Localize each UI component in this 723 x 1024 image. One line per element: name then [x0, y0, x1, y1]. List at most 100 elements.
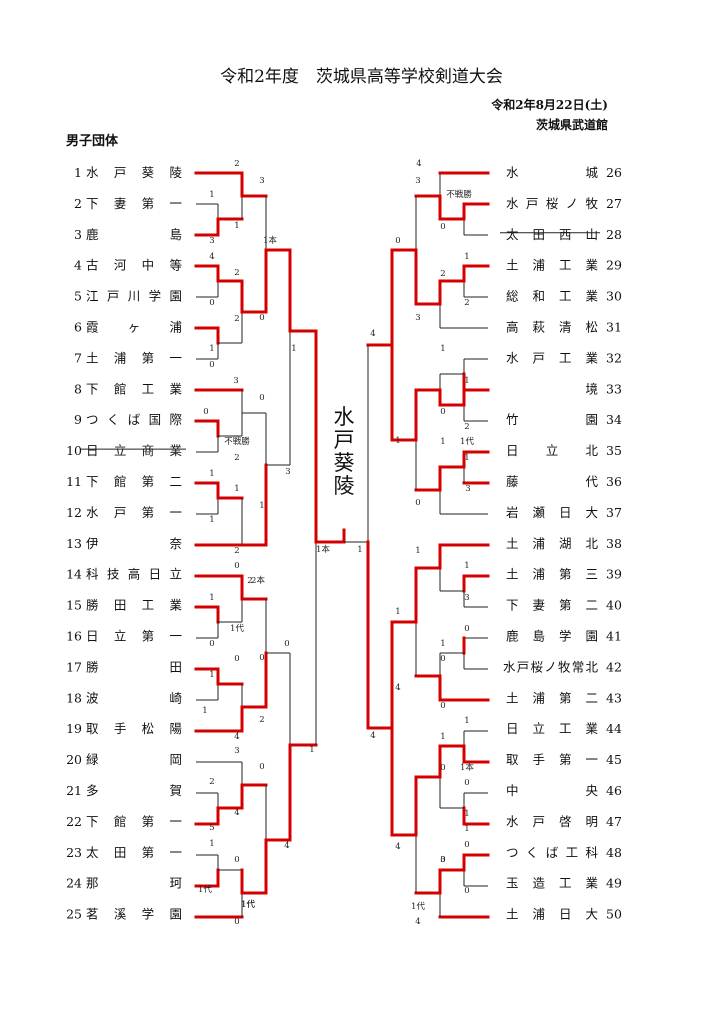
team-number: 11	[66, 474, 82, 489]
team-number: 35	[606, 443, 622, 458]
match-score: 1	[440, 437, 445, 447]
match-score: 0	[209, 298, 214, 308]
match-score: 0	[259, 762, 264, 772]
team-number: 2	[74, 196, 82, 211]
team-number: 42	[606, 659, 622, 674]
tournament-title: 令和2年度 茨城県高等学校剣道大会	[220, 67, 503, 87]
match-score: 2	[234, 546, 239, 556]
match-score: 0	[440, 222, 445, 232]
team-name: 太田第一	[86, 845, 182, 860]
match-score: 1	[440, 344, 445, 354]
team-number: 46	[606, 783, 622, 798]
match-score: 1	[202, 706, 207, 716]
match-score: 2本	[251, 575, 265, 586]
division-label: 男子団体	[66, 134, 119, 149]
match-score: 4	[416, 159, 421, 169]
team-name: 岩瀬日大	[506, 505, 598, 520]
team-name: 日立工業	[506, 721, 598, 736]
match-score: 0	[209, 639, 214, 649]
match-score: 1	[209, 515, 214, 525]
match-score: 1	[259, 501, 264, 511]
match-score: 4	[395, 842, 400, 852]
team-name: 下館第一	[86, 814, 182, 829]
team-number: 21	[66, 783, 82, 798]
match-score: 1	[309, 745, 314, 755]
team-name: 藤代	[506, 474, 598, 489]
team-number: 43	[606, 690, 622, 705]
team-number: 14	[66, 567, 82, 582]
team-name: 下妻第一	[86, 196, 182, 211]
match-score: 0	[464, 778, 469, 788]
match-score: 1	[395, 436, 400, 446]
match-score: 1	[395, 607, 400, 617]
team-number: 18	[66, 690, 82, 705]
team-number: 31	[606, 320, 622, 335]
team-name: 水戸葵陵	[86, 165, 182, 180]
team-number: 22	[66, 814, 82, 829]
match-score: 1	[415, 546, 420, 556]
team-name: つくば工科	[506, 845, 598, 860]
match-score: 1	[209, 593, 214, 603]
team-number: 4	[74, 258, 82, 273]
team-number: 40	[606, 598, 622, 613]
team-name: 竹園	[506, 412, 598, 427]
team-name: 科技高日立	[86, 567, 182, 582]
team-name: 伊奈	[86, 536, 182, 551]
match-score: 1	[464, 809, 469, 819]
team-number: 38	[606, 536, 622, 551]
team-name: 高萩清松	[506, 320, 598, 335]
match-score: 1	[209, 344, 214, 354]
team-number: 45	[606, 752, 622, 767]
team-name: 多賀	[86, 783, 182, 798]
match-score: 1代	[241, 899, 255, 910]
match-score: 0	[415, 498, 420, 508]
match-score: 2	[234, 453, 239, 463]
match-score: 4	[370, 329, 375, 339]
team-number: 10	[66, 443, 82, 458]
team-number: 47	[606, 814, 622, 829]
match-score: 3	[234, 746, 239, 756]
team-number: 17	[66, 659, 82, 674]
team-name: 江戸川学園	[86, 289, 182, 304]
match-score: 2	[234, 159, 239, 169]
team-number: 48	[606, 845, 622, 860]
team-name: 総和工業	[506, 289, 598, 304]
team-number: 28	[606, 227, 622, 242]
match-score: 2	[464, 298, 469, 308]
match-score: 1代	[460, 436, 474, 447]
match-score: 1	[234, 221, 239, 231]
match-score: 2	[209, 777, 214, 787]
match-score: 5	[209, 823, 214, 833]
match-score: 4	[395, 683, 400, 693]
team-name: 水城	[506, 165, 598, 180]
match-score: 3	[440, 855, 445, 865]
team-number: 3	[74, 227, 82, 242]
match-score: 0	[440, 763, 445, 773]
match-score: 1代	[241, 899, 255, 910]
match-score: 0	[395, 236, 400, 246]
match-score: 0	[234, 917, 239, 927]
match-score: 1	[464, 716, 469, 726]
match-score: 1	[464, 824, 469, 834]
match-score: 1	[440, 732, 445, 742]
team-name: 境	[585, 381, 598, 396]
team-name: 水戸桜ノ牧常北	[503, 659, 598, 674]
team-number: 15	[66, 598, 82, 613]
match-score: 4	[234, 732, 239, 742]
match-score: 1	[440, 639, 445, 649]
team-name: 土浦第二	[506, 690, 598, 705]
team-number: 34	[606, 412, 622, 427]
team-number: 7	[74, 350, 82, 365]
match-score: 3	[259, 176, 264, 186]
match-score: 0	[440, 701, 445, 711]
match-score: 3	[233, 376, 238, 386]
match-score: 0	[440, 407, 445, 417]
team-number: 9	[74, 412, 82, 427]
team-name: 下館第二	[86, 474, 182, 489]
match-score: 4	[284, 841, 289, 851]
match-score: 0	[464, 886, 469, 896]
team-number: 30	[606, 289, 622, 304]
match-score: 0	[203, 407, 208, 417]
team-name: 鹿島	[86, 227, 182, 242]
